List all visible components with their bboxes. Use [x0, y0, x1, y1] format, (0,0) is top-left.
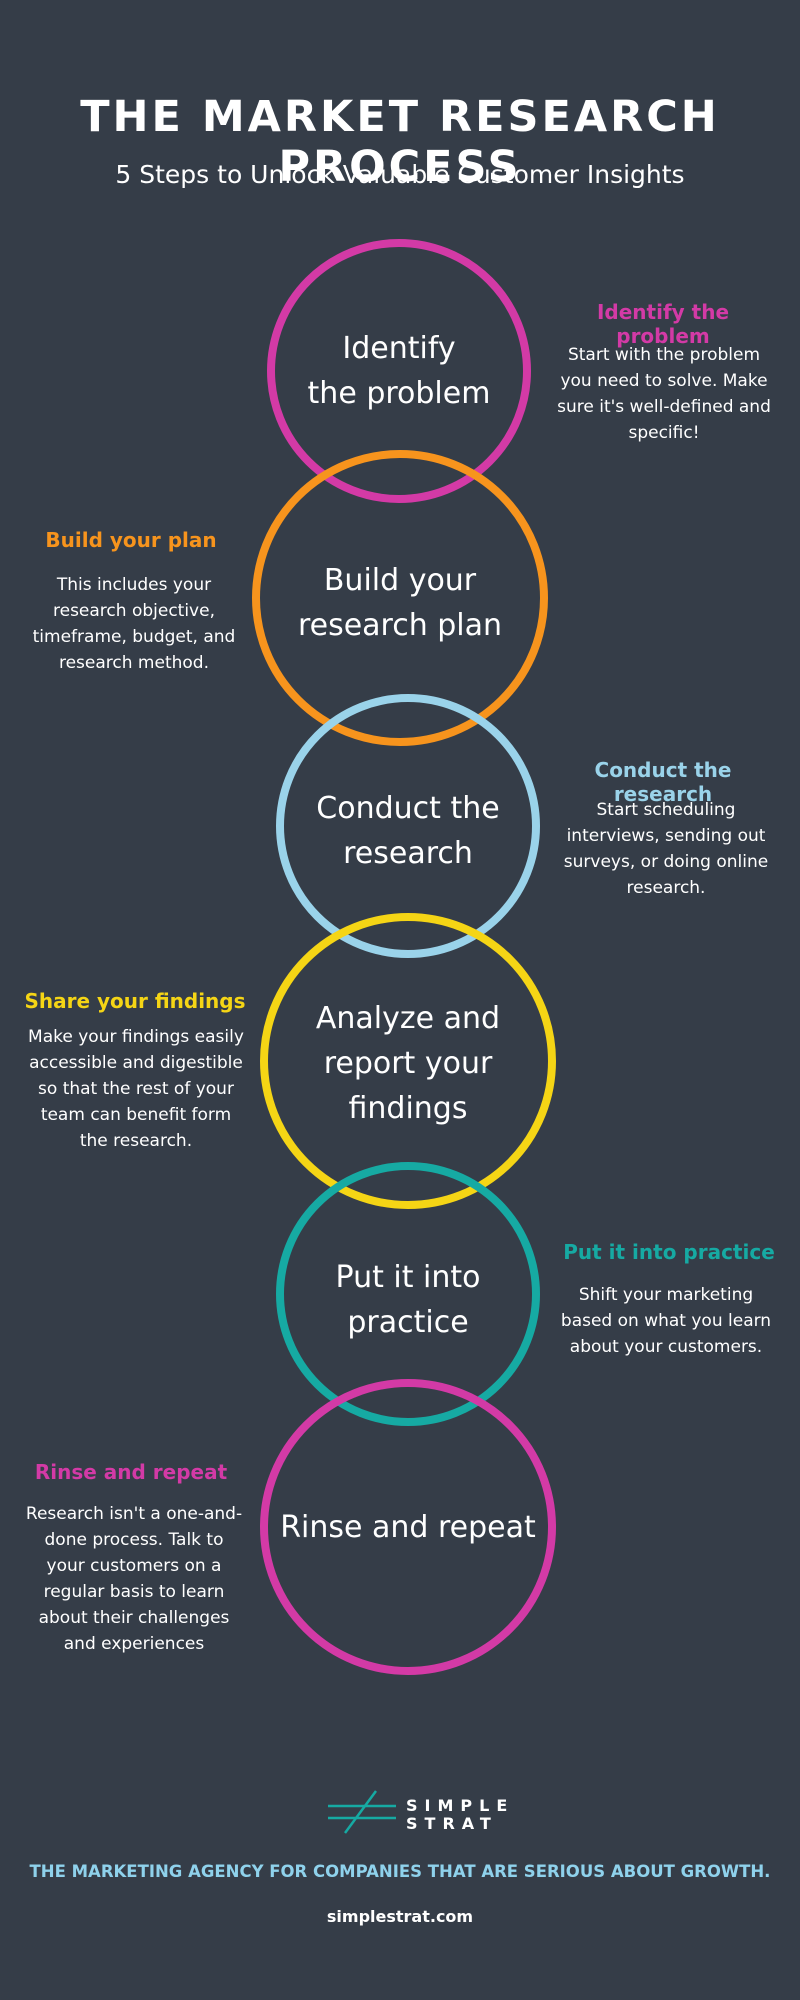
step-5-circle-label-line1: Put it into [335, 1260, 481, 1295]
footer-website-link[interactable]: simplestrat.com [326, 1907, 474, 1926]
logo-wordmark: SIMPLE STRAT [406, 1797, 514, 1833]
step-6-heading: Rinse and repeat [34, 1460, 228, 1484]
step-2-circle-label: Build your research plan [280, 553, 520, 653]
step-4-circle-label-line2: report your [323, 1045, 493, 1081]
page-title: THE MARKET RESEARCH PROCESS [80, 92, 720, 192]
simple-strat-logo-icon [328, 1790, 396, 1834]
step-5-description: Shift your marketing based on what you l… [560, 1285, 772, 1357]
step-2-description: This includes your research objective, t… [32, 575, 236, 673]
step-6-circle-label: Rinse and repeat [273, 1505, 543, 1550]
step-1-circle-label-line2: the problem [307, 376, 491, 411]
footer-tagline: THE MARKETING AGENCY FOR COMPANIES THAT … [29, 1862, 771, 1881]
logo-wordmark-line1: SIMPLE [406, 1796, 515, 1815]
step-1-circle-label: Identify the problem [279, 321, 519, 421]
step-4-description: Make your findings easily accessible and… [28, 1027, 244, 1151]
step-3-circle-label-line2: research [343, 836, 473, 871]
step-3-circle-label: Conduct the research [288, 781, 528, 881]
step-1-circle-label-line1: Identify [342, 331, 456, 366]
step-3-circle-label-line1: Conduct the [316, 791, 500, 826]
step-4-circle-label-line3: findings [348, 1090, 468, 1126]
step-6-circle-label-line1: Rinse and repeat [280, 1510, 536, 1545]
step-5-circle-label-line2: practice [347, 1305, 469, 1340]
step-4-circle [260, 913, 556, 1209]
step-2-circle-label-line2: research plan [297, 608, 503, 643]
step-4-heading: Share your findings [24, 989, 246, 1013]
step-4-circle-label: Analyze and report your findings [288, 993, 528, 1133]
step-3-description: Start scheduling interviews, sending out… [563, 800, 769, 898]
step-6-description: Research isn't a one-and-done process. T… [25, 1504, 243, 1654]
step-1-heading: Identify the problem [596, 300, 730, 348]
step-2-circle-label-line1: Build your [323, 563, 477, 598]
step-2-heading: Build your plan [45, 528, 217, 552]
page-subtitle: 5 Steps to Unlock Valuable Customer Insi… [115, 160, 685, 189]
step-3-circle [276, 694, 540, 958]
step-4-circle-label-line1: Analyze and [315, 1000, 501, 1036]
step-2-circle [252, 450, 548, 746]
step-5-circle [276, 1162, 540, 1426]
step-3-heading: Conduct the research [594, 758, 732, 806]
step-1-description: Start with the problem you need to solve… [557, 345, 771, 443]
logo-wordmark-line2: STRAT [406, 1814, 498, 1833]
step-5-heading: Put it into practice [563, 1240, 775, 1264]
step-1-circle [267, 239, 531, 503]
step-6-circle [260, 1379, 556, 1675]
step-5-circle-label: Put it into practice [288, 1250, 528, 1350]
